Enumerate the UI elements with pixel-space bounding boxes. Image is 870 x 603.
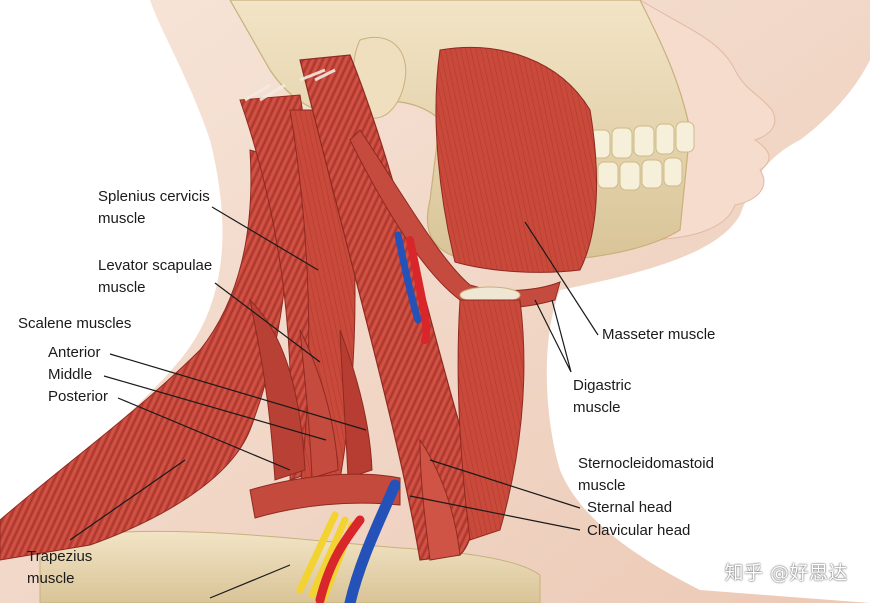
leader-trapezius xyxy=(69,459,186,541)
infrahyoid-muscles xyxy=(457,299,525,541)
digastric-muscle xyxy=(349,129,561,308)
leader-clavicular-head xyxy=(409,495,581,531)
leader-lines xyxy=(69,206,599,599)
sternocleidomastoid-sternal-head xyxy=(419,438,461,561)
sternocleidomastoid-clavicular-head xyxy=(249,473,401,519)
label-clavicular-head: Clavicular head xyxy=(587,522,691,539)
scalene-posterior-muscle xyxy=(249,298,306,481)
leader-masseter xyxy=(524,221,599,336)
watermark: 知乎 @好思达 xyxy=(724,562,848,584)
masseter-muscle xyxy=(435,47,598,273)
label-masseter: Masseter muscle xyxy=(602,326,716,343)
scalene-middle-muscle xyxy=(299,329,339,479)
leader-posterior xyxy=(117,397,291,471)
leader-bottom xyxy=(209,564,291,599)
label-scalene-muscles: Scalene muscles xyxy=(18,315,132,332)
teeth xyxy=(589,121,695,191)
leader-middle xyxy=(103,375,327,441)
tendon-insertions xyxy=(244,68,336,102)
label-anterior: Anterior xyxy=(48,344,101,361)
subclavian-artery xyxy=(315,515,365,603)
leader-sternal-head xyxy=(429,459,581,509)
leader-levator xyxy=(214,282,321,363)
jugular-vein-upper xyxy=(394,231,422,324)
clavicle-bone xyxy=(39,530,541,603)
leader-digastric xyxy=(534,299,572,373)
label-sternal-head: Sternal head xyxy=(587,499,673,516)
label-posterior: Posterior xyxy=(48,388,109,405)
leader-splenius xyxy=(211,206,319,271)
subclavian-vein xyxy=(344,479,401,603)
leader-anterior xyxy=(109,353,367,431)
label-middle: Middle xyxy=(48,366,93,383)
carotid-artery xyxy=(406,236,431,344)
